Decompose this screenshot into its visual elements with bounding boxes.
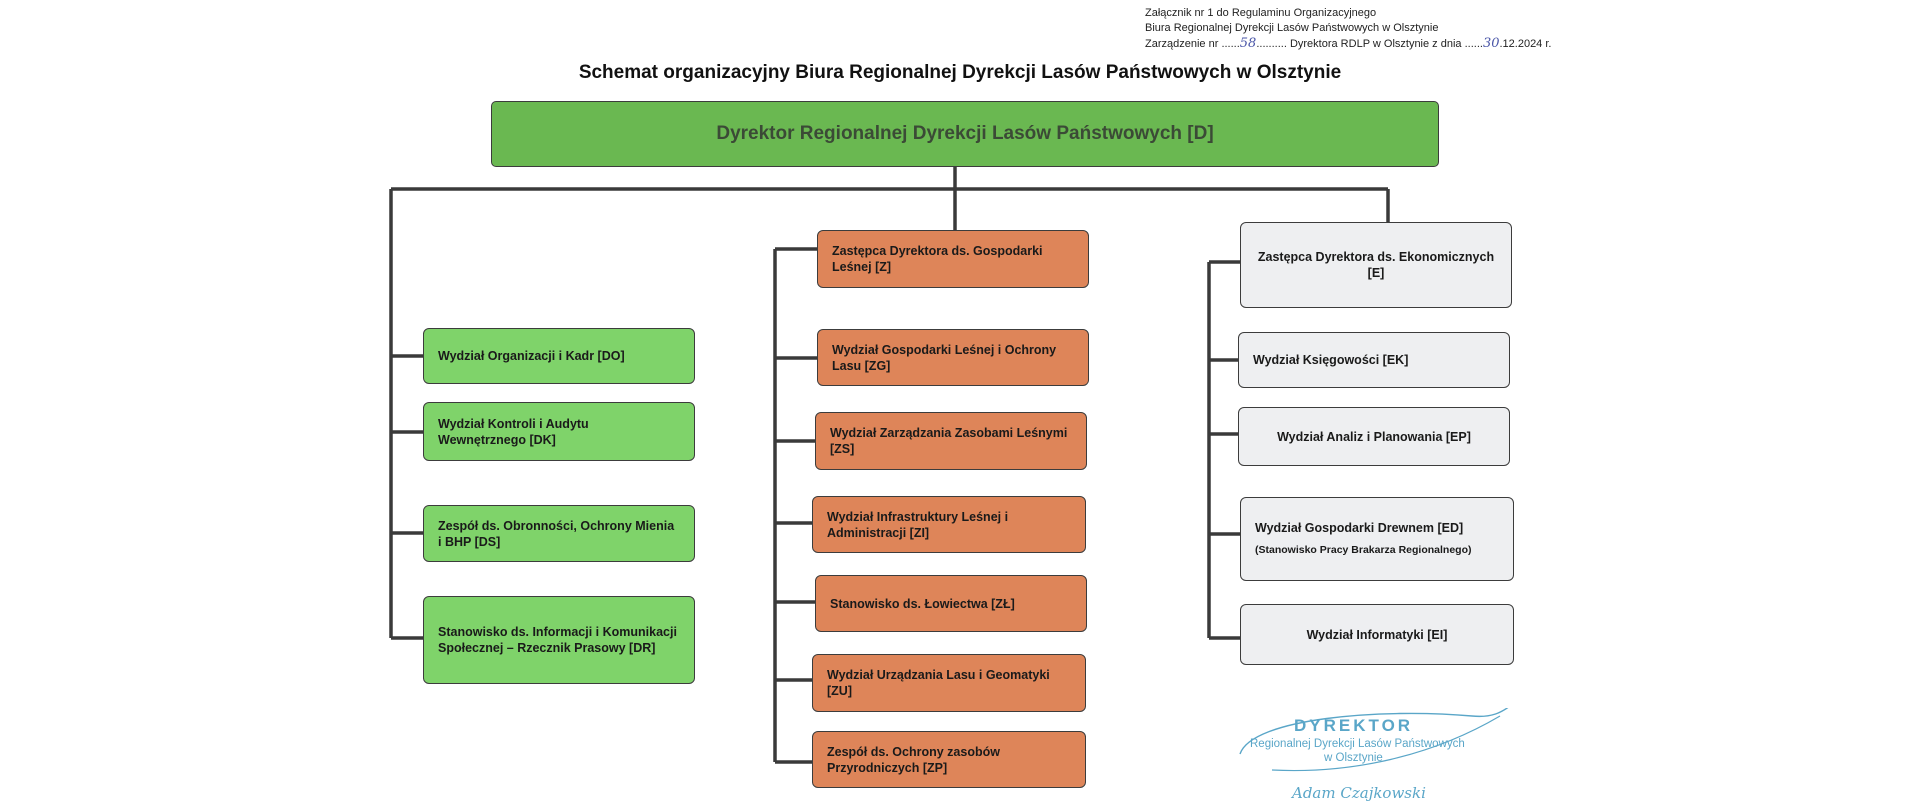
unit-box-ei: Wydział Informatyki [EI] xyxy=(1240,604,1514,665)
unit-box-do: Wydział Organizacji i Kadr [DO] xyxy=(423,328,695,384)
unit-label: Wydział Organizacji i Kadr [DO] xyxy=(438,349,625,363)
unit-box-zu: Wydział Urządzania Lasu i Geomatyki [ZU] xyxy=(812,654,1086,712)
deputy-forestry-box: Zastępca Dyrektora ds. Gospodarki Leśnej… xyxy=(817,230,1089,288)
stamp-line-2: w Olsztynie xyxy=(1324,752,1383,764)
stamp-signature: Adam Czajkowski xyxy=(1292,784,1426,802)
attachment-line-1: Załącznik nr 1 do Regulaminu Organizacyj… xyxy=(1145,7,1377,19)
director-label: Dyrektor Regionalnej Dyrekcji Lasów Pańs… xyxy=(716,123,1214,144)
chart-title: Schemat organizacyjny Biura Regionalnej … xyxy=(578,62,1342,83)
unit-box-ds: Zespół ds. Obronności, Ochrony Mienia i … xyxy=(423,505,695,562)
deputy-label: Zastępca Dyrektora ds. Ekonomicznych [E] xyxy=(1257,250,1495,280)
unit-box-zs: Wydział Zarządzania Zasobami Leśnymi [ZS… xyxy=(815,412,1087,470)
unit-label: Wydział Zarządzania Zasobami Leśnymi [ZS… xyxy=(830,426,1068,456)
unit-label: Zespół ds. Obronności, Ochrony Mienia i … xyxy=(438,518,675,549)
unit-box-zi: Wydział Infrastruktury Leśnej i Administ… xyxy=(812,496,1086,553)
unit-box-ek: Wydział Księgowości [EK] xyxy=(1238,332,1510,388)
order-day-handwritten: 30 xyxy=(1482,36,1500,51)
director-box: Dyrektor Regionalnej Dyrekcji Lasów Pańs… xyxy=(491,101,1439,167)
unit-label: Wydział Księgowości [EK] xyxy=(1253,353,1409,367)
order-number-handwritten: 58 xyxy=(1239,36,1257,51)
unit-label: Zespół ds. Ochrony zasobów Przyrodniczyc… xyxy=(827,744,1000,775)
unit-label: Stanowisko ds. Łowiectwa [ZŁ] xyxy=(830,596,1015,611)
unit-label: Wydział Urządzania Lasu i Geomatyki [ZU] xyxy=(827,668,1050,698)
unit-label: Stanowisko ds. Informacji i Komunikacji … xyxy=(438,625,677,655)
unit-label: Wydział Infrastruktury Leśnej i Administ… xyxy=(827,509,1009,540)
unit-box-zl: Stanowisko ds. Łowiectwa [ZŁ] xyxy=(815,575,1087,632)
unit-box-ep: Wydział Analiz i Planowania [EP] xyxy=(1238,407,1510,466)
attachment-line-3: Zarządzenie nr ......58.......... Dyrekt… xyxy=(1145,36,1552,51)
signature-stroke-icon xyxy=(1239,708,1509,772)
unit-box-dk: Wydział Kontroli i Audytu Wewnętrznego [… xyxy=(423,402,695,461)
unit-label: Wydział Gospodarki Drewnem [ED] xyxy=(1255,521,1464,535)
unit-label: Wydział Analiz i Planowania [EP] xyxy=(1277,429,1471,444)
attachment-line-2: Biura Regionalnej Dyrekcji Lasów Państwo… xyxy=(1145,22,1439,34)
stamp-line-1: Regionalnej Dyrekcji Lasów Państwowych xyxy=(1250,738,1465,750)
deputy-economic-box: Zastępca Dyrektora ds. Ekonomicznych [E] xyxy=(1240,222,1512,308)
director-stamp: DYREKTOR Regionalnej Dyrekcji Lasów Pańs… xyxy=(1232,708,1532,808)
attachment-note: Załącznik nr 1 do Regulaminu Organizacyj… xyxy=(1145,6,1551,52)
deputy-label: Zastępca Dyrektora ds. Gospodarki Leśnej… xyxy=(832,244,1043,274)
unit-box-dr: Stanowisko ds. Informacji i Komunikacji … xyxy=(423,596,695,684)
unit-box-zp: Zespół ds. Ochrony zasobów Przyrodniczyc… xyxy=(812,731,1086,788)
unit-label: Wydział Gospodarki Leśnej i Ochrony Lasu… xyxy=(832,342,1057,373)
unit-box-ed: Wydział Gospodarki Drewnem [ED] (Stanowi… xyxy=(1240,497,1514,581)
unit-label: Wydział Kontroli i Audytu Wewnętrznego [… xyxy=(438,416,589,447)
stamp-title: DYREKTOR xyxy=(1294,716,1414,735)
unit-label: Wydział Informatyki [EI] xyxy=(1306,627,1448,642)
unit-box-zg: Wydział Gospodarki Leśnej i Ochrony Lasu… xyxy=(817,329,1089,386)
unit-sub-note: (Stanowisko Pracy Brakarza Regionalnego) xyxy=(1255,544,1472,556)
